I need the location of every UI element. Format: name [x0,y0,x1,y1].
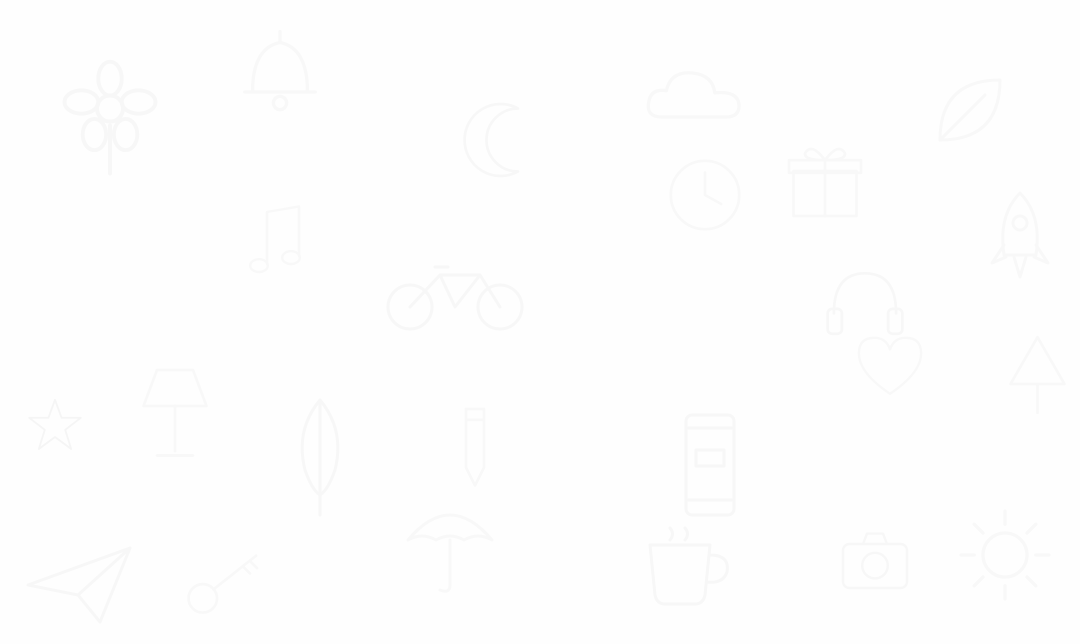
leaf-icon [920,60,1020,160]
rocket-icon [970,180,1070,290]
lamp-icon [130,360,220,470]
clock-icon [660,150,750,240]
headphones-icon [820,260,910,340]
sun-icon [950,500,1060,610]
pencil-icon [455,400,495,490]
cup-icon [635,520,745,610]
key-icon [180,545,270,625]
music-note-icon [235,185,315,295]
bicycle-icon [380,255,530,335]
flower-icon [40,50,180,180]
gift-icon [780,130,870,230]
feather-icon [290,390,350,520]
tree-icon [1000,330,1075,420]
camera-icon [835,520,915,600]
phone-icon [680,410,740,520]
bell-icon [225,10,335,130]
heart-icon [850,330,930,400]
star-icon [25,395,85,455]
cloud-icon [640,60,750,130]
moon-icon [455,85,545,195]
umbrella-icon [400,490,500,600]
paper-plane-icon [20,540,140,630]
